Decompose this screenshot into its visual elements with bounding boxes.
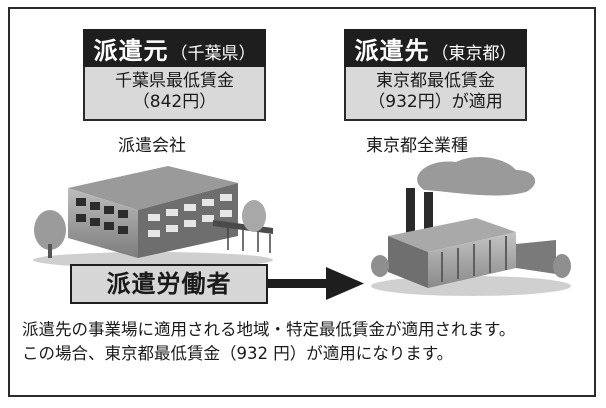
destination-wage-box: 東京都最低賃金 （932円）が適用 — [344, 67, 527, 121]
destination-wage-label: 東京都最低賃金 — [376, 71, 495, 91]
explanation-line-1: 派遣先の事業場に適用される地域・特定最低賃金が適用されます。 — [22, 320, 516, 339]
destination-wage-amount: （932円）が適用 — [368, 92, 503, 112]
destination-title: 派遣先 — [354, 37, 430, 65]
explanation-text: 派遣先の事業場に適用される地域・特定最低賃金が適用されます。 この場合、東京都最… — [22, 318, 515, 366]
origin-caption: 派遣会社 — [118, 136, 186, 156]
origin-prefecture: （千葉県） — [170, 44, 256, 64]
factory-icon — [371, 156, 571, 296]
destination-prefecture: （東京都） — [431, 44, 517, 64]
origin-wage-label: 千葉県最低賃金 — [115, 71, 234, 91]
explanation-line-2: この場合、東京都最低賃金（932 円）が適用になります。 — [22, 344, 454, 363]
origin-header: 派遣元 （千葉県） — [83, 29, 266, 67]
origin-wage-amount: （842円） — [132, 92, 217, 112]
origin-wage-box: 千葉県最低賃金 （842円） — [83, 67, 266, 121]
destination-caption: 東京都全業種 — [366, 136, 468, 156]
destination-header: 派遣先 （東京都） — [344, 29, 527, 67]
dispatched-worker-label: 派遣労働者 — [70, 264, 268, 304]
origin-title: 派遣元 — [93, 37, 169, 65]
office-building-icon — [33, 166, 273, 268]
arrow-right-icon — [268, 267, 364, 300]
